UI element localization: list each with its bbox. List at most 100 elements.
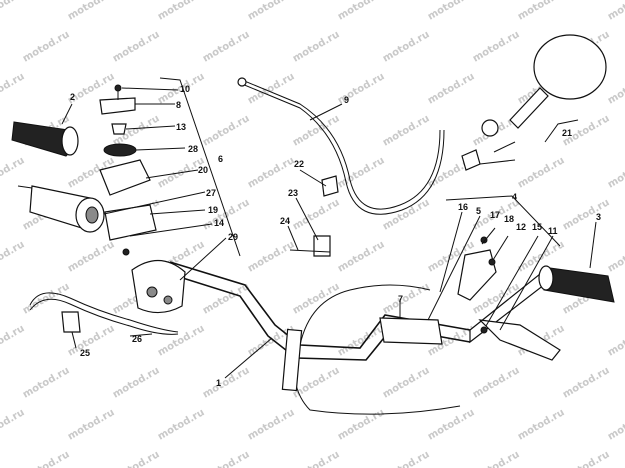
watermark-text: motod.ru bbox=[336, 0, 386, 23]
label-23: 23 bbox=[288, 188, 298, 198]
watermark-text: motod.ru bbox=[156, 0, 206, 23]
watermark-text: motod.ru bbox=[0, 407, 26, 443]
watermark-text: motod.ru bbox=[381, 281, 431, 317]
label-12: 12 bbox=[516, 222, 526, 232]
watermark-text: motod.ru bbox=[111, 29, 161, 65]
label-21: 21 bbox=[562, 128, 572, 138]
watermark-text: motod.ru bbox=[291, 281, 341, 317]
watermark-text: motod.ru bbox=[426, 407, 476, 443]
label-28: 28 bbox=[188, 144, 198, 154]
watermark-text: motod.ru bbox=[561, 365, 611, 401]
label-10: 10 bbox=[180, 84, 190, 94]
label-3: 3 bbox=[596, 212, 601, 222]
wiring-harness bbox=[29, 292, 179, 335]
watermark-text: motod.ru bbox=[381, 365, 431, 401]
brake-lever-assembly bbox=[379, 236, 561, 361]
right-grip bbox=[538, 265, 615, 303]
watermark-text: motod.ru bbox=[561, 197, 611, 233]
watermark-text: motod.ru bbox=[606, 407, 625, 443]
left-grip bbox=[11, 121, 79, 157]
label-29: 29 bbox=[228, 232, 238, 242]
watermark-text: motod.ru bbox=[471, 29, 521, 65]
label-7: 7 bbox=[398, 294, 403, 304]
label-25: 25 bbox=[80, 348, 90, 358]
watermark-text: motod.ru bbox=[426, 0, 476, 23]
watermark-text: motod.ru bbox=[111, 365, 161, 401]
watermark-text: motod.ru bbox=[21, 281, 71, 317]
callout-labels: 2 10 8 13 28 6 20 27 19 14 29 9 22 23 24… bbox=[70, 84, 601, 388]
watermark-text: motod.ru bbox=[66, 0, 116, 23]
label-17: 17 bbox=[490, 210, 500, 220]
label-6: 6 bbox=[218, 154, 223, 164]
watermark-text: motod.ru bbox=[516, 155, 566, 191]
label-15: 15 bbox=[532, 222, 542, 232]
watermark-text: motod.ru bbox=[0, 0, 26, 23]
clutch-cable bbox=[281, 284, 461, 415]
label-4: 4 bbox=[512, 192, 517, 202]
watermark-text: motod.ru bbox=[471, 449, 521, 468]
watermark-text: motod.ru bbox=[291, 29, 341, 65]
switch-housing bbox=[131, 259, 186, 314]
watermark-text: motod.ru bbox=[246, 155, 296, 191]
watermark-text: motod.ru bbox=[426, 71, 476, 107]
label-22: 22 bbox=[294, 159, 304, 169]
leader-lines bbox=[17, 77, 597, 379]
watermark-text: motod.ru bbox=[336, 323, 386, 359]
watermark-text: motod.ru bbox=[336, 407, 386, 443]
watermark-text: motod.ru bbox=[156, 323, 206, 359]
watermark-text: motod.ru bbox=[0, 155, 26, 191]
watermark-text: motod.ru bbox=[246, 239, 296, 275]
watermark-text: motod.ru bbox=[156, 407, 206, 443]
mirror bbox=[461, 34, 607, 171]
watermark-text: motod.ru bbox=[0, 239, 26, 275]
watermark-text: motod.ru bbox=[21, 29, 71, 65]
watermark-text: motod.ru bbox=[606, 155, 625, 191]
watermark-text: motod.ru bbox=[201, 449, 251, 468]
label-27: 27 bbox=[206, 188, 216, 198]
watermark-text: motod.ru bbox=[606, 239, 625, 275]
watermark-text: motod.ru bbox=[66, 407, 116, 443]
label-14: 14 bbox=[214, 218, 224, 228]
throttle-cable bbox=[237, 77, 445, 215]
watermark-text: motod.ru bbox=[516, 407, 566, 443]
watermark-text: motod.ru bbox=[381, 449, 431, 468]
watermark-text: motod.ru bbox=[246, 0, 296, 23]
watermark-text: motod.ru bbox=[201, 365, 251, 401]
label-2: 2 bbox=[70, 92, 75, 102]
label-18: 18 bbox=[504, 214, 514, 224]
watermark-text: motod.ru bbox=[201, 29, 251, 65]
watermark-text: motod.ru bbox=[0, 323, 26, 359]
label-11: 11 bbox=[548, 226, 558, 236]
label-19: 19 bbox=[208, 205, 218, 215]
watermark-text: motod.ru bbox=[201, 113, 251, 149]
handlebar bbox=[169, 261, 554, 361]
cable-clips bbox=[289, 175, 339, 257]
watermark-text: motod.ru bbox=[381, 113, 431, 149]
label-16: 16 bbox=[458, 202, 468, 212]
label-1: 1 bbox=[216, 378, 221, 388]
label-26: 26 bbox=[132, 334, 142, 344]
watermark-text: motod.ru bbox=[606, 323, 625, 359]
watermark-text: motod.ru bbox=[111, 449, 161, 468]
watermark-text: motod.ru bbox=[381, 29, 431, 65]
left-switch-assembly bbox=[29, 84, 157, 256]
watermark-text: motod.ru bbox=[66, 239, 116, 275]
watermark-text: motod.ru bbox=[471, 365, 521, 401]
label-9: 9 bbox=[344, 95, 349, 105]
watermark-text: motod.ru bbox=[21, 365, 71, 401]
watermark-text: motod.ru bbox=[606, 0, 625, 23]
label-20: 20 bbox=[198, 165, 208, 175]
label-24: 24 bbox=[280, 216, 290, 226]
watermark-text: motod.ru bbox=[516, 0, 566, 23]
label-13: 13 bbox=[176, 122, 186, 132]
watermark-text: motod.ru bbox=[336, 239, 386, 275]
watermark-text: motod.ru bbox=[0, 71, 26, 107]
label-5: 5 bbox=[476, 206, 481, 216]
watermark-text: motod.ru bbox=[561, 449, 611, 468]
watermark-text: motod.ru bbox=[291, 113, 341, 149]
label-8: 8 bbox=[176, 100, 181, 110]
watermark-text: motod.ru bbox=[246, 407, 296, 443]
